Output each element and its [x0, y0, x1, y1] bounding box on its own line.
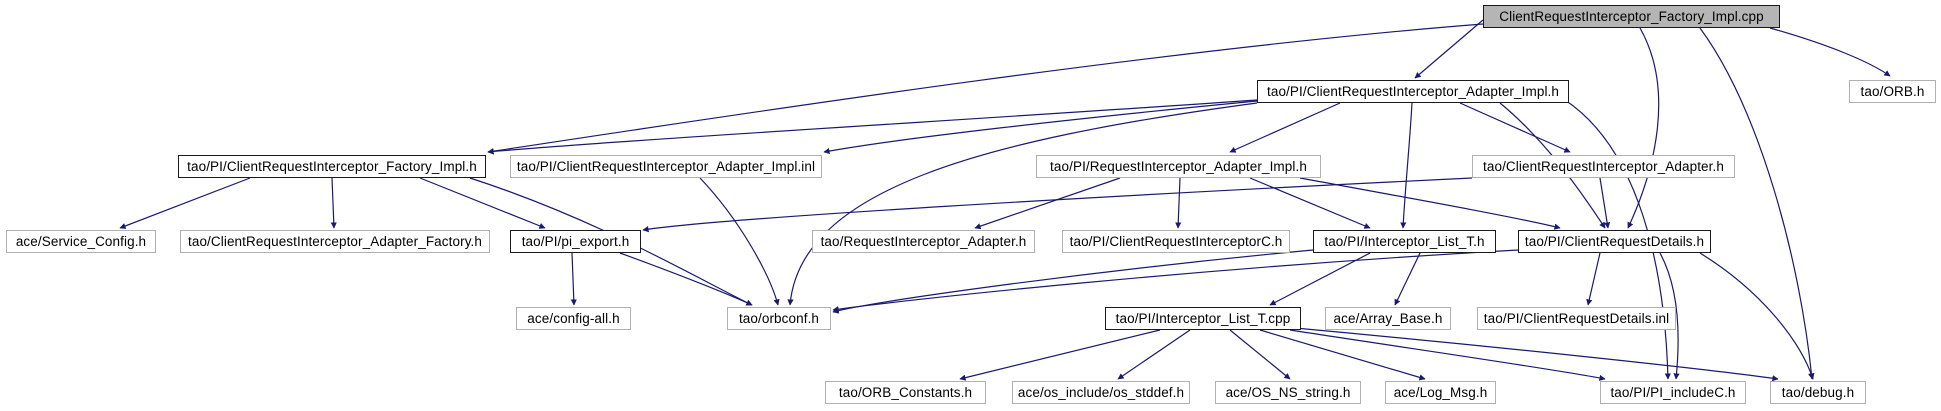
- graph-edge: [1459, 102, 1571, 153]
- graph-edge: [959, 329, 1161, 381]
- graph-edge: [1769, 27, 1891, 77]
- graph-edge: [1175, 177, 1182, 229]
- graph-node-label: tao/PI/ClientRequestInterceptor_Adapter_…: [516, 159, 816, 174]
- graph-edge: [832, 249, 1314, 314]
- graph-node-label: tao/PI/ClientRequestDetails.h: [1524, 234, 1705, 249]
- graph-node-label: ace/config-all.h: [527, 311, 620, 326]
- graph-edge: [1414, 19, 1484, 79]
- graph-node-ace-os-include-os-stddef-h[interactable]: ace/os_include/os_stddef.h: [1012, 381, 1190, 404]
- graph-edge: [570, 252, 577, 306]
- graph-node-tao-pi-requestinterceptor-adapter-impl-h[interactable]: tao/PI/RequestInterceptor_Adapter_Impl.h: [1036, 155, 1321, 178]
- graph-edge: [1394, 252, 1421, 306]
- graph-node-label: tao/PI/ClientRequestInterceptorC.h: [1069, 234, 1283, 249]
- graph-edge: [823, 100, 1258, 155]
- graph-node-label: ace/Log_Msg.h: [1393, 385, 1488, 400]
- graph-edge: [642, 177, 1473, 233]
- graph-node-tao-pi-clientrequestinterceptor-factory-impl-h[interactable]: tao/PI/ClientRequestInterceptor_Factory_…: [178, 155, 486, 178]
- graph-node-tao-clientrequestinterceptor-adapter-h[interactable]: tao/ClientRequestInterceptor_Adapter.h: [1472, 155, 1735, 178]
- graph-edge: [487, 99, 1258, 155]
- graph-edge: [1400, 102, 1413, 229]
- graph-node-ace-os-ns-string-h[interactable]: ace/OS_NS_string.h: [1215, 381, 1361, 404]
- graph-edge: [974, 177, 1121, 230]
- graph-edge: [699, 177, 780, 306]
- graph-node-label: tao/PI/Interceptor_List_T.cpp: [1115, 311, 1291, 326]
- graph-edge: [1586, 252, 1601, 306]
- graph-node-label: tao/PI/PI_includeC.h: [1610, 385, 1736, 400]
- graph-node-tao-pi-clientrequestinterceptorc-h[interactable]: tao/PI/ClientRequestInterceptorC.h: [1062, 230, 1290, 253]
- graph-node-label: ClientRequestInterceptor_Factory_Impl.cp…: [1499, 9, 1764, 24]
- graph-node-label: tao/PI/RequestInterceptor_Adapter_Impl.h: [1050, 159, 1307, 174]
- graph-edge: [1294, 327, 1779, 382]
- graph-edge: [619, 252, 753, 306]
- graph-node-label: ace/Array_Base.h: [1333, 311, 1443, 326]
- graph-edge: [1699, 27, 1815, 380]
- graph-edge: [1289, 329, 1606, 381]
- graph-edge: [832, 249, 1519, 313]
- graph-node-tao-pi-pi-includec-h[interactable]: tao/PI/PI_includeC.h: [1600, 381, 1746, 404]
- graph-node-label: ace/OS_NS_string.h: [1225, 385, 1351, 400]
- graph-edge: [419, 177, 546, 229]
- graph-node-label: tao/PI/Interceptor_List_T.h: [1324, 234, 1485, 249]
- graph-node-tao-pi-clientrequestinterceptor-adapter-impl-h[interactable]: tao/PI/ClientRequestInterceptor_Adapter_…: [1257, 80, 1569, 103]
- graph-node-label: tao/ORB_Constants.h: [838, 385, 973, 400]
- graph-node-tao-pi-interceptor-list-t-h[interactable]: tao/PI/Interceptor_List_T.h: [1313, 230, 1496, 253]
- graph-node-tao-pi-interceptor-list-t-cpp[interactable]: tao/PI/Interceptor_List_T.cpp: [1105, 307, 1301, 330]
- graph-node-label: tao/PI/pi_export.h: [521, 234, 630, 249]
- graph-node-tao-orb-constants-h[interactable]: tao/ORB_Constants.h: [825, 381, 986, 404]
- graph-edge: [787, 102, 1258, 306]
- graph-edge: [1699, 252, 1815, 380]
- graph-node-ace-config-all-h[interactable]: ace/config-all.h: [516, 307, 631, 330]
- graph-node-label: tao/orbconf.h: [738, 311, 820, 326]
- graph-node-label: ace/Service_Config.h: [15, 234, 147, 249]
- graph-node-label: tao/ClientRequestInterceptor_Adapter.h: [1483, 159, 1724, 174]
- graph-node-tao-orb-h[interactable]: tao/ORB.h: [1849, 80, 1936, 103]
- graph-node-tao-pi-clientrequestinterceptor-adapter-impl-inl[interactable]: tao/PI/ClientRequestInterceptor_Adapter_…: [510, 155, 822, 178]
- graph-node-tao-clientrequestinterceptor-adapter-factory-h[interactable]: tao/ClientRequestInterceptor_Adapter_Fac…: [180, 230, 490, 253]
- graph-node-label: tao/PI/ClientRequestInterceptor_Adapter_…: [1266, 84, 1559, 99]
- graph-edge: [1249, 177, 1371, 229]
- graph-node-ace-array-base-h[interactable]: ace/Array_Base.h: [1325, 307, 1451, 330]
- graph-node-label: tao/ClientRequestInterceptor_Adapter_Fac…: [187, 234, 482, 249]
- graph-edge: [1599, 177, 1611, 229]
- graph-node-label: ace/os_include/os_stddef.h: [1017, 385, 1185, 400]
- graph-edge: [330, 177, 337, 229]
- graph-node-tao-requestinterceptor-adapter-h[interactable]: tao/RequestInterceptor_Adapter.h: [812, 230, 1035, 253]
- graph-node-tao-orbconf-h[interactable]: tao/orbconf.h: [727, 307, 831, 330]
- graph-edge: [1117, 329, 1191, 380]
- graph-edge: [1627, 27, 1660, 229]
- graph-node-label: tao/debug.h: [1781, 385, 1855, 400]
- graph-node-tao-pi-clientrequestdetails-h[interactable]: tao/PI/ClientRequestDetails.h: [1518, 230, 1711, 253]
- graph-edge: [1259, 329, 1426, 381]
- graph-node-label: tao/PI/ClientRequestInterceptor_Factory_…: [187, 159, 477, 174]
- graph-edge: [119, 177, 251, 229]
- graph-node-label: tao/ORB.h: [1860, 84, 1925, 99]
- graph-node-label: tao/RequestInterceptor_Adapter.h: [820, 234, 1027, 249]
- graph-node-tao-pi-pi-export-h[interactable]: tao/PI/pi_export.h: [510, 230, 641, 253]
- graph-node-ace-log-msg-h[interactable]: ace/Log_Msg.h: [1385, 381, 1496, 404]
- graph-edge: [1229, 329, 1291, 380]
- graph-node-clientrequestinterceptor-factory-impl-cpp[interactable]: ClientRequestInterceptor_Factory_Impl.cp…: [1483, 5, 1780, 28]
- graph-node-tao-pi-clientrequestdetails-inl[interactable]: tao/PI/ClientRequestDetails.inl: [1477, 307, 1676, 330]
- graph-node-tao-debug-h[interactable]: tao/debug.h: [1770, 381, 1866, 404]
- graph-edge: [1269, 252, 1371, 306]
- graph-edge: [1229, 102, 1341, 153]
- graph-node-ace-service-config-h[interactable]: ace/Service_Config.h: [6, 230, 156, 253]
- graph-node-label: tao/PI/ClientRequestDetails.inl: [1483, 311, 1670, 326]
- graph-edge: [1299, 177, 1561, 230]
